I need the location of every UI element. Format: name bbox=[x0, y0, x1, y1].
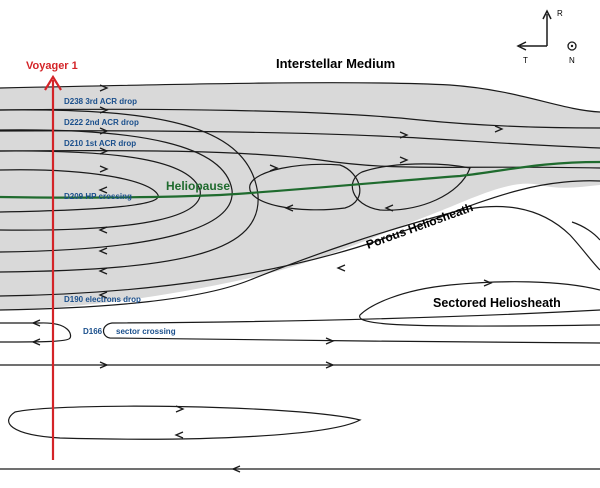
arrow-left-icon bbox=[98, 267, 108, 275]
event-label: D209 HP crossing bbox=[64, 192, 132, 201]
arrow-right-icon bbox=[99, 106, 109, 114]
heliopause-label: Heliopause bbox=[166, 179, 230, 193]
field-line bbox=[0, 82, 600, 113]
t-axis-label: T bbox=[523, 56, 528, 65]
field-loop bbox=[351, 163, 471, 211]
heliopause-line bbox=[0, 160, 600, 199]
arrow-left-icon bbox=[98, 226, 108, 234]
arrow-up-icon bbox=[44, 74, 62, 91]
arrow-right-icon bbox=[325, 337, 335, 345]
arrow-right-icon bbox=[399, 156, 409, 164]
arrow-right-icon bbox=[269, 164, 279, 172]
event-label: D210 1st ACR drop bbox=[64, 139, 136, 148]
event-label: D166 bbox=[83, 327, 103, 336]
voyager-label: Voyager 1 bbox=[26, 60, 78, 72]
event-label: sector crossing bbox=[116, 327, 176, 336]
field-loop bbox=[0, 169, 159, 213]
nested-field-loops bbox=[0, 109, 471, 273]
field-line bbox=[102, 309, 600, 344]
arrow-right-icon bbox=[399, 131, 409, 139]
arrow-right-icon bbox=[99, 147, 109, 155]
field-line bbox=[0, 322, 72, 343]
arrow-left-icon bbox=[31, 319, 41, 327]
arrow-up-icon bbox=[542, 9, 552, 20]
distant-loop bbox=[8, 405, 362, 440]
field-line bbox=[0, 180, 600, 297]
field-line bbox=[0, 108, 600, 129]
arrow-right-icon bbox=[99, 127, 109, 135]
event-label: D238 3rd ACR drop bbox=[64, 97, 137, 106]
arrow-right-icon bbox=[175, 405, 185, 413]
arrow-right-icon bbox=[99, 361, 109, 369]
event-label: D222 2nd ACR drop bbox=[64, 118, 139, 127]
sectored-heliosheath-label: Sectored Heliosheath bbox=[433, 296, 561, 310]
upper-field-lines bbox=[0, 82, 600, 297]
event-label: D190 electrons drop bbox=[64, 295, 141, 304]
arrow-left-icon bbox=[384, 204, 394, 212]
field-loop bbox=[0, 109, 259, 273]
field-line bbox=[0, 205, 600, 311]
arrow-left-icon bbox=[98, 247, 108, 255]
arrow-left-icon bbox=[284, 204, 294, 212]
voyager-trajectory bbox=[44, 74, 62, 460]
lower-field-arrows bbox=[31, 279, 493, 473]
arrow-left-icon bbox=[31, 338, 41, 346]
sectored-loop bbox=[359, 281, 600, 327]
n-axis-label: N bbox=[569, 56, 575, 65]
interstellar-medium-label: Interstellar Medium bbox=[276, 56, 395, 71]
field-line bbox=[0, 149, 600, 169]
arrow-right-icon bbox=[99, 165, 109, 173]
r-axis-label: R bbox=[557, 9, 563, 18]
rtn-axes: R T N bbox=[516, 9, 577, 65]
arrow-right-icon bbox=[483, 279, 493, 287]
arrow-left-icon bbox=[98, 291, 108, 299]
arrow-left-icon bbox=[174, 431, 184, 439]
arrow-left-icon bbox=[98, 186, 108, 194]
field-arrows bbox=[98, 84, 504, 299]
arrow-right-icon bbox=[494, 125, 504, 133]
field-line bbox=[571, 221, 600, 241]
out-of-page-icon bbox=[567, 41, 577, 51]
field-loop bbox=[249, 163, 361, 211]
arrow-right-icon bbox=[99, 84, 109, 92]
arrow-right-icon bbox=[325, 361, 335, 369]
arrow-left-icon bbox=[336, 264, 346, 272]
arrow-left-icon bbox=[516, 41, 527, 51]
lower-field-lines bbox=[0, 205, 600, 470]
field-line bbox=[0, 130, 600, 149]
field-loop bbox=[0, 129, 233, 253]
arrow-left-icon bbox=[231, 465, 241, 473]
